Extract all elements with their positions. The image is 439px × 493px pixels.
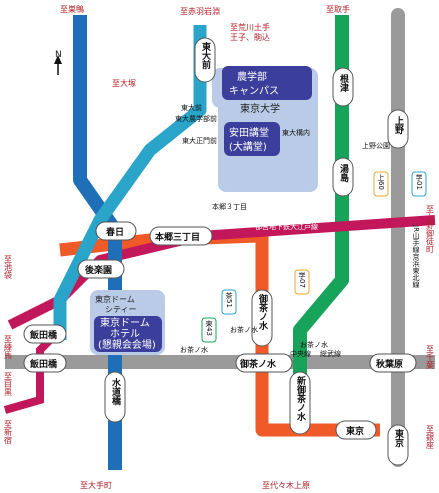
dest-toride: 至取手: [326, 4, 350, 14]
dest-yoyogi: 至代々木上原: [262, 480, 310, 490]
svg-text:新御茶ノ水: 新御茶ノ水: [295, 375, 307, 422]
namboku-line: [53, 25, 207, 340]
dest-shinjuku: 至新宿: [4, 420, 13, 445]
dome-hotel-note: (懇親会会場): [98, 338, 156, 351]
dest-ikebukuro: 至池袋: [4, 255, 13, 280]
svg-text:飯田橋: 飯田橋: [29, 358, 58, 370]
svg-text:水道橋: 水道橋: [110, 377, 121, 406]
station-ochanomizu-jr[interactable]: 御茶ノ水: [235, 353, 293, 373]
bus-stop-kounai: 東大構内: [282, 128, 310, 137]
svg-text:御茶ノ水: 御茶ノ水: [239, 358, 277, 370]
dest-arakawa: 至荒川土手: [230, 22, 270, 32]
station-iidabashi-b[interactable]: 飯田橋: [23, 353, 67, 373]
svg-text:東京: 東京: [346, 425, 364, 437]
station-suidobashi[interactable]: 水道橋: [104, 371, 126, 423]
station-tokyo-a[interactable]: 東京: [335, 420, 377, 440]
station-iidabashi-a[interactable]: 飯田橋: [23, 324, 67, 344]
dest-ueno-okachimachi: 至上野御徒町: [426, 205, 435, 253]
bus-badge-gaku07: 学07: [294, 269, 310, 295]
oedo-line-label: 都営地下鉄大江戸線: [255, 222, 318, 231]
dest-ginza: 至銀座: [426, 425, 435, 450]
station-hongo3[interactable]: 本郷三丁目: [149, 226, 213, 246]
dest-chiba: 至千葉: [426, 345, 435, 370]
agri-campus-box[interactable]: [222, 66, 312, 100]
bus-badge-ue60: 上60: [373, 171, 389, 197]
station-akihabara[interactable]: 秋葉原: [369, 353, 417, 373]
svg-text:根津: 根津: [338, 73, 349, 93]
bus-badge-gaku01: 学01: [411, 171, 427, 197]
svg-text:上野: 上野: [393, 115, 404, 135]
dome-hotel-box[interactable]: [94, 316, 162, 352]
dest-sugamo: 至巣鴨: [60, 4, 84, 14]
svg-text:本郷三丁目: 本郷三丁目: [155, 231, 200, 243]
yasuda-sub: (大講堂): [229, 140, 267, 153]
svg-text:学01: 学01: [415, 173, 423, 190]
yasuda-box[interactable]: [224, 122, 280, 156]
station-ueno[interactable]: 上野: [387, 109, 409, 149]
bus-badge-cha51: 茶51: [221, 289, 237, 315]
dest-otsuka: 至大塚: [112, 78, 136, 88]
station-shin-ochanomizu[interactable]: 新御茶ノ水: [289, 371, 311, 435]
station-korakuen[interactable]: 後楽園: [77, 259, 125, 279]
dest-akabane: 至赤羽岩淵: [180, 6, 220, 16]
dome-city-sub: シティー: [105, 305, 137, 314]
bus-stop-ueno-koen: 上野公園: [362, 141, 390, 150]
station-nezu[interactable]: 根津: [332, 67, 354, 107]
bus-stop-ochanomizu-2: お茶ノ水: [230, 325, 258, 334]
dome-hotel: 東京ドーム: [100, 316, 150, 329]
chuo-line-label: 中央線: [290, 349, 311, 358]
agri-title: 農学部: [237, 70, 267, 83]
bus-stop-ochanomizu-1: お茶ノ水: [180, 345, 208, 354]
dest-nerima: 至練馬: [4, 335, 13, 360]
bus-stop-nogakubu: 東大農学部前: [175, 114, 217, 123]
station-tokyo-b[interactable]: 東京: [387, 424, 409, 466]
bus-badge-higashi43: 東43: [201, 317, 217, 343]
yasuda-title: 安田講堂: [229, 126, 269, 139]
dome-hotel-sub: ホテル: [110, 328, 140, 340]
svg-text:東43: 東43: [205, 319, 213, 336]
bus-stop-ochanomizu-3: お茶ノ水: [300, 340, 328, 349]
svg-text:秋葉原: 秋葉原: [375, 358, 403, 370]
svg-text:上60: 上60: [377, 173, 385, 190]
svg-text:後楽園: 後楽園: [85, 264, 112, 276]
bus-stop-honbu3: 本郷３丁目: [212, 202, 247, 211]
agri-sub: キャンパス: [229, 85, 279, 97]
bus-stop-todaimae: 東大前: [181, 103, 202, 112]
svg-text:湯島: 湯島: [338, 163, 349, 183]
campus-title: 東京大学: [240, 102, 280, 115]
svg-text:春日: 春日: [105, 226, 124, 238]
dest-oji: 王子、駒込: [230, 32, 270, 42]
station-todaimae[interactable]: 東大前: [194, 37, 216, 83]
north-label: N: [55, 50, 62, 60]
svg-text:御茶ノ水: 御茶ノ水: [257, 293, 269, 331]
dest-mejiro: 至目黒: [4, 372, 13, 397]
dest-otemachi: 至大手町: [80, 480, 112, 490]
svg-text:茶51: 茶51: [225, 291, 233, 308]
svg-text:東京: 東京: [393, 428, 404, 448]
bus-stop-seimon: 東大正門前: [182, 136, 217, 145]
station-ochanomizu-m[interactable]: 御茶ノ水: [251, 289, 273, 347]
svg-text:学07: 学07: [298, 271, 306, 288]
dome-city: 東京ドーム: [95, 294, 135, 304]
station-kasuga[interactable]: 春日: [95, 221, 137, 241]
svg-text:東大前: 東大前: [200, 41, 211, 70]
sobu-line-label: 総武線: [320, 349, 341, 358]
station-yushima[interactable]: 湯島: [332, 157, 354, 197]
svg-text:飯田橋: 飯田橋: [29, 329, 58, 341]
jr-line-label: JR山手線京浜東北線: [412, 224, 420, 288]
north-arrow-icon: N: [54, 50, 62, 75]
